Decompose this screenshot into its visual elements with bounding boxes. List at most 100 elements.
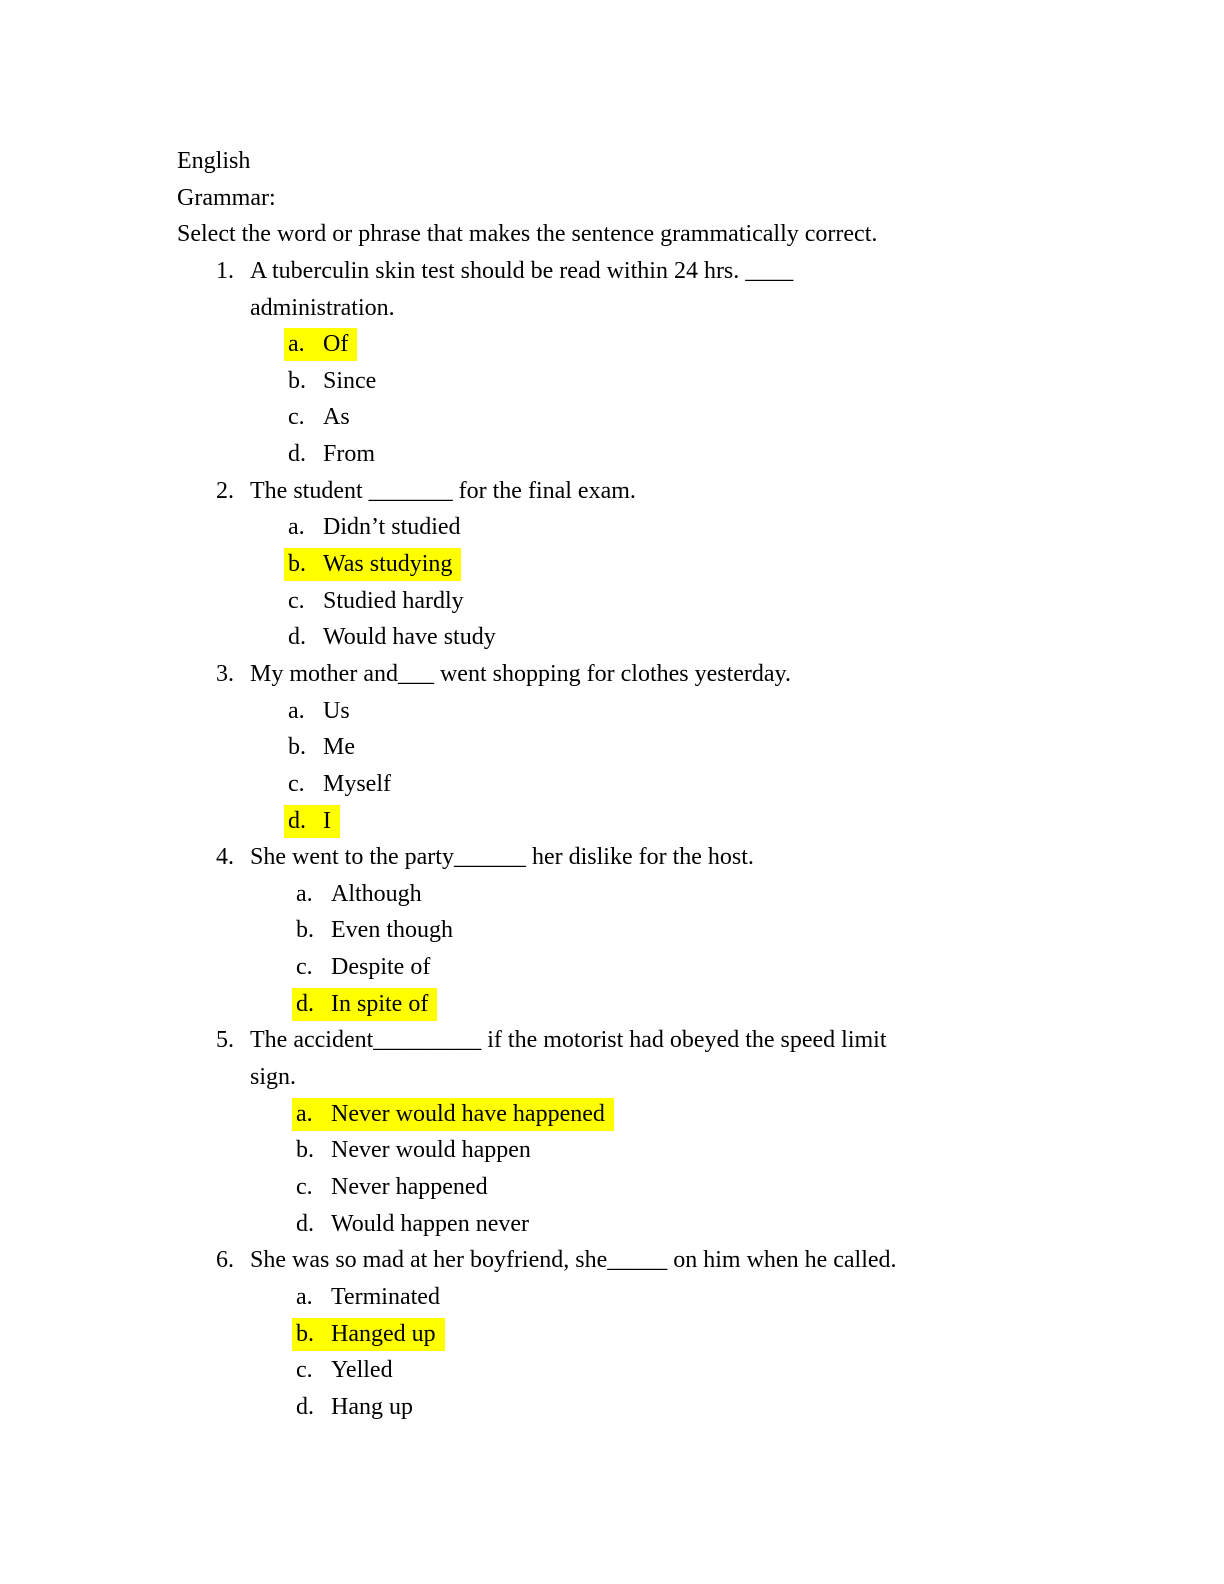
option-text: Hang up xyxy=(331,1393,413,1420)
option-line: c. As xyxy=(177,399,1184,436)
option-answer: b.Never would happen xyxy=(292,1134,540,1167)
option-answer: c.Yelled xyxy=(292,1354,402,1387)
question-continuation-line: sign. xyxy=(177,1059,1184,1096)
option-text: Myself xyxy=(323,770,391,797)
option-line: d. From xyxy=(177,436,1184,473)
option-line: c.Yelled xyxy=(177,1352,1184,1389)
option-letter: a. xyxy=(288,697,305,724)
option-text: As xyxy=(323,404,350,431)
option-answer-highlighted: d. I xyxy=(284,804,340,838)
option-letter: c. xyxy=(288,587,305,614)
option-text: Never happened xyxy=(331,1173,488,1200)
question-line: 2. The student _______ for the final exam… xyxy=(177,473,1184,510)
question-number: 2. xyxy=(216,477,234,504)
option-letter: a. xyxy=(296,1283,313,1310)
question-line: 6. She was so mad at her boyfriend, she__… xyxy=(177,1242,1184,1279)
question-number: 4. xyxy=(216,844,234,871)
option-text: Me xyxy=(323,734,355,761)
option-line: d. Hang up xyxy=(177,1389,1184,1426)
option-answer: d. Hang up xyxy=(292,1391,422,1424)
option-answer: c. Myself xyxy=(284,768,400,801)
option-answer: c. As xyxy=(284,401,359,434)
option-answer: a.Didn’t studied xyxy=(284,511,470,544)
option-answer: d. Would have study xyxy=(284,621,505,654)
option-letter: b. xyxy=(288,367,306,394)
option-answer: c. Studied hardly xyxy=(284,585,473,618)
question-line: 4. She went to the party______ her dislik… xyxy=(177,839,1184,876)
doc-section-heading: Grammar: xyxy=(177,184,276,211)
option-letter: d. xyxy=(296,1393,314,1420)
option-answer-highlighted: b.Hanged up xyxy=(292,1317,445,1351)
doc-instruction: Select the word or phrase that makes the… xyxy=(177,221,878,248)
option-text: Studied hardly xyxy=(323,587,464,614)
option-answer: b. Me xyxy=(284,731,364,764)
option-line: a. Never would have happened xyxy=(177,1096,1184,1133)
question-list: 1.A tuberculin skin test should be read … xyxy=(177,253,1184,1426)
question-line: 3.My mother and___ went shopping for clo… xyxy=(177,656,1184,693)
option-letter: b. xyxy=(288,734,306,761)
option-line: b.Even though xyxy=(177,912,1184,949)
option-line: d.Would happen never xyxy=(177,1206,1184,1243)
option-line: b.Was studying xyxy=(177,546,1184,583)
question-number: 1. xyxy=(216,257,234,284)
option-text: Despite of xyxy=(331,954,431,981)
option-line: a. Although xyxy=(177,876,1184,913)
option-answer-highlighted: d.In spite of xyxy=(292,987,438,1021)
option-line: b.Hanged up xyxy=(177,1316,1184,1353)
option-line: b.Never would happen xyxy=(177,1132,1184,1169)
option-text: Would happen never xyxy=(331,1210,529,1237)
option-text: From xyxy=(323,441,376,468)
option-letter: c. xyxy=(288,404,305,431)
option-text: Since xyxy=(323,367,377,394)
question-text: administration. xyxy=(250,294,395,321)
option-letter: a. xyxy=(288,514,305,541)
question-text: The student _______ for the final exam. xyxy=(250,477,636,504)
option-letter: a. xyxy=(296,880,313,907)
option-text: Never would have happened xyxy=(331,1100,605,1127)
option-text: Hanged up xyxy=(331,1320,436,1347)
question-number: 6. xyxy=(216,1247,234,1274)
question-text: She was so mad at her boyfriend, she____… xyxy=(250,1247,897,1274)
option-text: Although xyxy=(331,880,422,907)
option-letter: a. xyxy=(288,331,305,358)
option-text: Would have study xyxy=(323,624,496,651)
option-letter: c. xyxy=(296,954,313,981)
option-line: a. Terminated xyxy=(177,1279,1184,1316)
option-text: Never would happen xyxy=(331,1137,531,1164)
question-text: She went to the party______ her dislike … xyxy=(250,844,754,871)
option-letter: a. xyxy=(296,1100,313,1127)
option-text: Terminated xyxy=(331,1283,440,1310)
option-letter: d. xyxy=(288,807,306,834)
option-line: c. Studied hardly xyxy=(177,583,1184,620)
question-text: The accident_________ if the motorist ha… xyxy=(250,1027,887,1054)
option-letter: d. xyxy=(288,624,306,651)
option-line: c. Despite of xyxy=(177,949,1184,986)
option-line: c. Myself xyxy=(177,766,1184,803)
option-line: d.In spite of xyxy=(177,986,1184,1023)
option-line: b. Since xyxy=(177,363,1184,400)
doc-subject: English xyxy=(177,148,251,174)
option-line: a. Us xyxy=(177,693,1184,730)
question-line: 5. The accident_________ if the motorist … xyxy=(177,1022,1184,1059)
option-line: d. Would have study xyxy=(177,619,1184,656)
option-text: Even though xyxy=(331,917,453,944)
option-letter: d. xyxy=(296,990,314,1017)
option-answer: c. Despite of xyxy=(292,951,439,984)
question-continuation-line: administration. xyxy=(177,290,1184,327)
option-answer: d. From xyxy=(284,438,384,471)
option-answer: b.Even though xyxy=(292,914,462,947)
option-answer: c.Never happened xyxy=(292,1171,497,1204)
option-text: Of xyxy=(323,331,349,358)
option-line: a. Of xyxy=(177,326,1184,363)
question-line: 1.A tuberculin skin test should be read … xyxy=(177,253,1184,290)
option-text: Us xyxy=(323,697,350,724)
option-letter: c. xyxy=(288,770,305,797)
question-text: My mother and___ went shopping for cloth… xyxy=(250,660,791,687)
option-letter: d. xyxy=(288,441,306,468)
option-text: I xyxy=(323,807,331,834)
option-text: Yelled xyxy=(331,1357,393,1384)
option-answer-highlighted: a. Never would have happened xyxy=(292,1097,614,1131)
option-line: a.Didn’t studied xyxy=(177,509,1184,546)
question-number: 5. xyxy=(216,1027,234,1054)
